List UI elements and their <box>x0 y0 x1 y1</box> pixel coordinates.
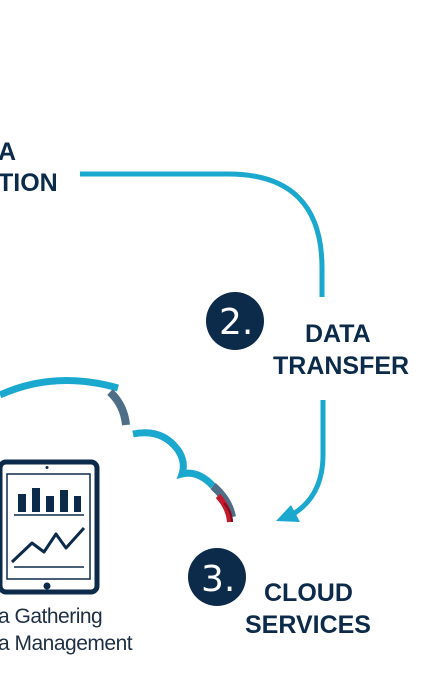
step-2-title-line1: DATA <box>305 320 371 348</box>
step-3-number: 3. <box>201 559 235 600</box>
connector-1-to-2 <box>80 171 325 297</box>
step-2-badge <box>206 292 264 350</box>
connector-2-to-3 <box>284 400 326 521</box>
tablet-caption-line2: a Management <box>0 632 133 655</box>
step-3-title-line1: CLOUD <box>264 579 353 607</box>
step-3-badge <box>188 548 246 606</box>
step-2-number: 2. <box>219 302 253 343</box>
step-1-title-line2: TION <box>0 169 58 197</box>
step-2-title-line2: TRANSFER <box>273 352 410 380</box>
step-1-title-line1: A <box>0 138 17 166</box>
arrowhead-icon <box>276 505 300 522</box>
tablet-caption-line1: a Gathering <box>0 605 103 628</box>
step-3-title-line2: SERVICES <box>245 611 371 639</box>
tablet-chart-icon <box>0 459 100 595</box>
cloud-outline-icon <box>0 376 236 523</box>
